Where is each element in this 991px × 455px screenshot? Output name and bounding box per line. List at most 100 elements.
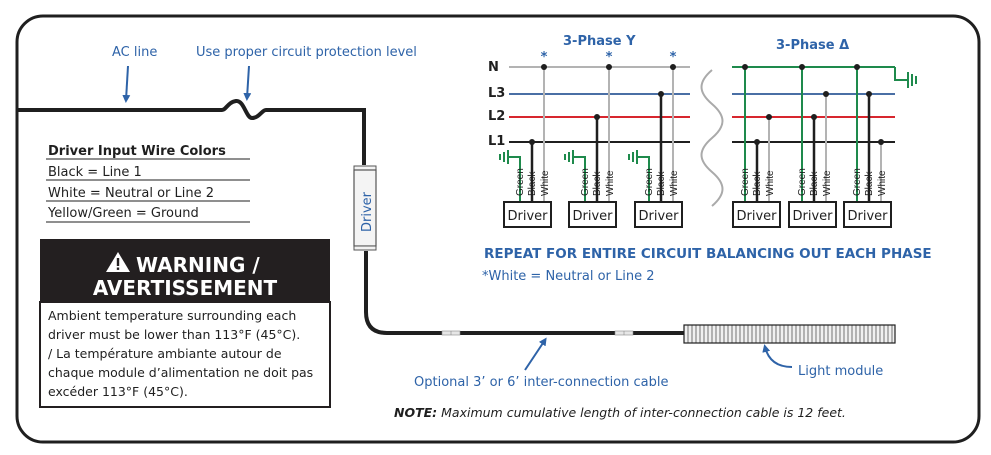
wire-colors-legend: Driver Input Wire Colors Black = Line 1 … (46, 144, 250, 223)
driver-box-label: Driver (792, 209, 833, 224)
junction-dot (799, 64, 805, 70)
footer-note-label: NOTE: (394, 405, 437, 420)
junction-dot (541, 64, 547, 70)
warning-body-line: driver must be lower than 113°F (45°C). (48, 327, 300, 342)
white-note: *White = Neutral or Line 2 (482, 269, 655, 284)
inter-connection-cable-label: Optional 3’ or 6’ inter-connection cable (414, 375, 668, 390)
junction-dot (594, 114, 600, 120)
driver-box (788, 201, 837, 228)
wire-label-white: White (540, 170, 551, 196)
wire-label-white: White (669, 170, 680, 196)
wire-label-green: Green (852, 168, 863, 196)
repeat-note: REPEAT FOR ENTIRE CIRCUIT BALANCING OUT … (484, 246, 932, 262)
wire-label-white: White (877, 170, 888, 196)
junction-dot (606, 64, 612, 70)
driver-box-label: Driver (572, 209, 613, 224)
junction-dot (878, 139, 884, 145)
outer-frame (15, 14, 981, 444)
neutral-asterisk: * (606, 50, 613, 65)
footer-note-text: Maximum cumulative length of inter-conne… (437, 405, 846, 420)
wire-label-white: White (765, 170, 776, 196)
cable-connector-1 (441, 330, 461, 336)
driver-box (503, 201, 552, 228)
wire-label-green: Green (580, 168, 591, 196)
ground-icon (907, 72, 917, 88)
driver-box-label: Driver (638, 209, 679, 224)
wire-label-green: Green (644, 168, 655, 196)
separator-wave (700, 69, 724, 207)
wire-label-white: White (822, 170, 833, 196)
ac-line-arrow (122, 65, 131, 103)
junction-dot (823, 91, 829, 97)
legend-row: White = Neutral or Line 2 (48, 186, 214, 201)
circuit-protection-label: Use proper circuit protection level (196, 45, 417, 60)
wire-label-black: Black (527, 171, 538, 196)
warning-box: WARNING / AVERTISSEMENT Ambient temperat… (39, 239, 331, 408)
wire-label-green: Green (797, 168, 808, 196)
legend-row: Yellow/Green = Ground (47, 206, 199, 221)
wire-label-black: Black (592, 171, 603, 196)
warning-body-line: Ambient temperature surrounding each (48, 308, 296, 323)
inline-driver: Driver (353, 165, 377, 251)
junction-dot (742, 64, 748, 70)
junction-dot (811, 114, 817, 120)
warning-header (40, 239, 330, 302)
driver-box-label: Driver (507, 209, 548, 224)
output-cable (364, 251, 684, 335)
wire-label-green: Green (515, 168, 526, 196)
bus-label-l3: L3 (488, 86, 505, 101)
driver-box (634, 201, 683, 228)
warning-body-line: chaque module d’alimentation ne doit pas (48, 365, 313, 380)
wire-label-black: Black (752, 171, 763, 196)
warning-triangle-icon (106, 252, 130, 272)
wire-label-black: Black (809, 171, 820, 196)
ac-line-wire (17, 99, 366, 165)
light-module-label: Light module (798, 364, 883, 379)
junction-dot (670, 64, 676, 70)
junction-dot (529, 139, 535, 145)
legend-row: Black = Line 1 (48, 165, 142, 180)
driver-box-label: Driver (736, 209, 777, 224)
warning-body-line: excéder 113°F (45°C). (48, 384, 188, 399)
light-module-arrow (762, 344, 793, 368)
driver-box (732, 201, 781, 228)
cable-arrow (524, 337, 547, 371)
ac-line-label: AC line (112, 45, 157, 60)
warning-title-line2: AVERTISSEMENT (93, 276, 278, 300)
bus-label-l2: L2 (488, 109, 505, 124)
delta-title: 3-Phase Δ (776, 38, 849, 53)
footer-note: NOTE: Maximum cumulative length of inter… (394, 405, 846, 420)
junction-dot (658, 91, 664, 97)
driver-box (568, 201, 617, 228)
warning-body-line: / La température ambiante autour de (48, 346, 282, 361)
junction-dot (854, 64, 860, 70)
warning-title-line1: WARNING / (136, 253, 260, 277)
junction-dot (754, 139, 760, 145)
wye-title: 3-Phase Y (563, 34, 636, 49)
neutral-asterisk: * (541, 50, 548, 65)
wire-label-black: Black (656, 171, 667, 196)
driver-box-label: Driver (847, 209, 888, 224)
legend-title: Driver Input Wire Colors (48, 144, 226, 159)
wire-label-white: White (605, 170, 616, 196)
cable-connector-2 (614, 330, 634, 336)
bus-label-l1: L1 (488, 134, 505, 149)
wire-label-green: Green (740, 168, 751, 196)
inline-driver-label: Driver (360, 191, 375, 232)
bus-label-n: N (488, 60, 499, 75)
driver-box (843, 201, 892, 228)
junction-dot (866, 91, 872, 97)
neutral-asterisk: * (670, 50, 677, 65)
junction-dot (766, 114, 772, 120)
wire-label-black: Black (864, 171, 875, 196)
light-module (683, 324, 896, 344)
